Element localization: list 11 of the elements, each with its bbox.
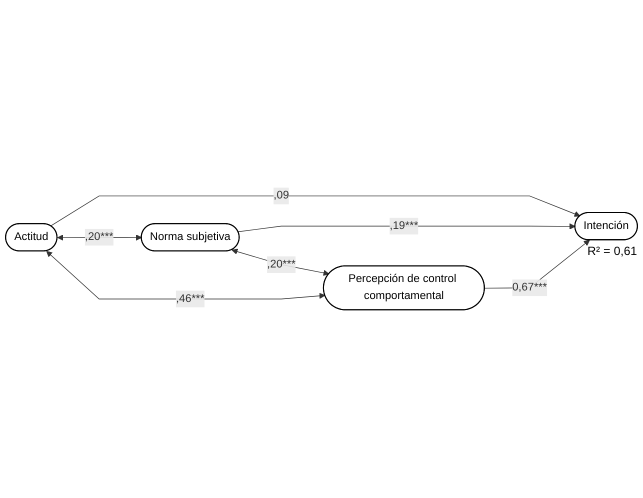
r-squared-note: R² = 0,61 <box>587 244 638 258</box>
edge-label: ,19*** <box>390 220 418 232</box>
arrow <box>232 248 330 276</box>
edge-label: ,20*** <box>267 258 296 271</box>
arrow <box>238 224 576 232</box>
edge-label: ,46*** <box>176 293 204 305</box>
arrow <box>46 251 326 300</box>
edge-label: ,20*** <box>84 231 114 244</box>
edge-label: 0,67*** <box>512 282 547 294</box>
edge-label: ,09 <box>274 190 290 202</box>
arrow <box>50 196 580 227</box>
